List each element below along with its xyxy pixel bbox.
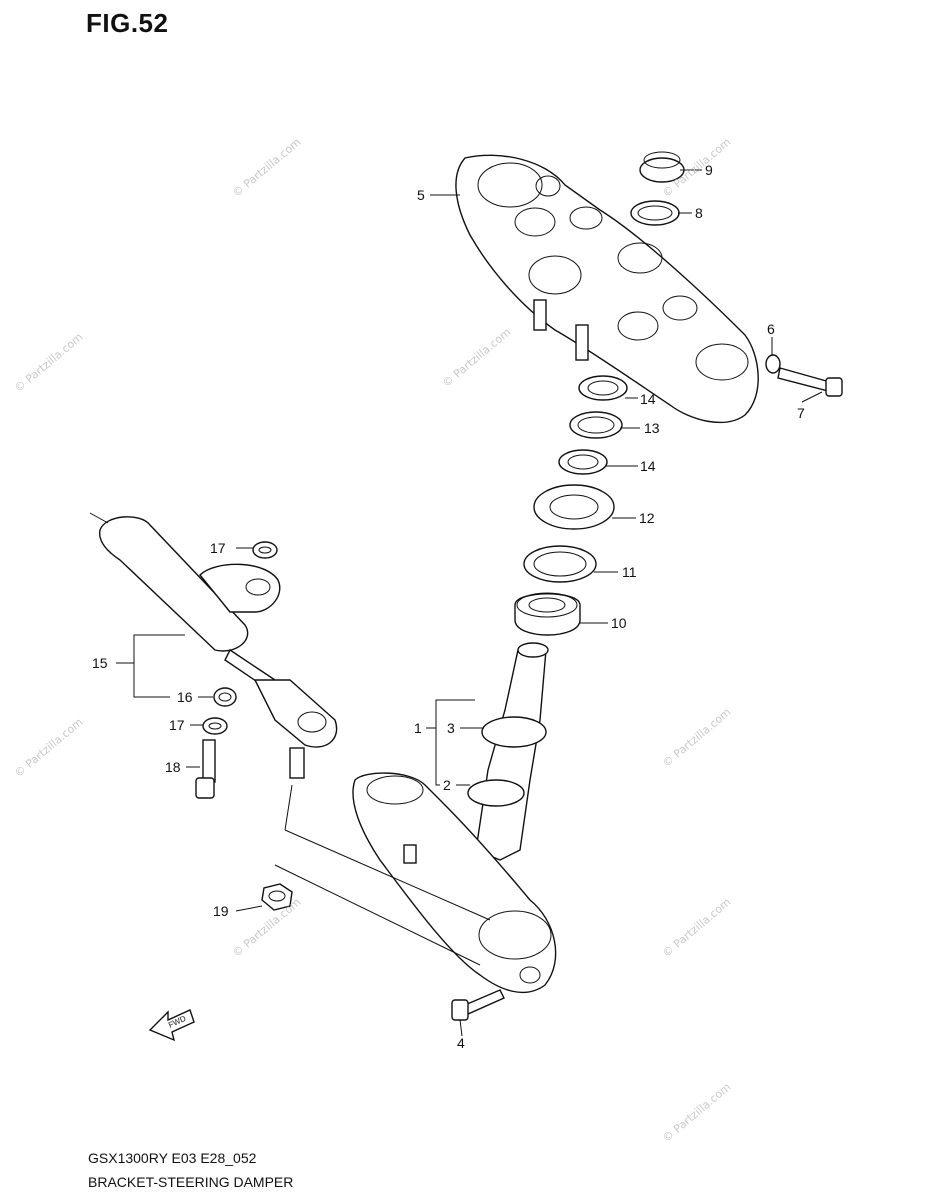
- callout-4: 4: [457, 1035, 465, 1051]
- callout-8: 8: [695, 205, 703, 221]
- lock-nut-14-upper[interactable]: [578, 375, 628, 401]
- fwd-arrow-icon: FWD: [148, 1009, 195, 1042]
- callout-3: 3: [447, 720, 455, 736]
- race-11[interactable]: [523, 545, 597, 583]
- callout-15: 15: [92, 655, 108, 671]
- washer-8[interactable]: [630, 200, 680, 226]
- bolt-18[interactable]: [195, 739, 216, 799]
- upper-bracket[interactable]: [455, 154, 759, 423]
- steering-damper[interactable]: [89, 512, 338, 779]
- callout-10: 10: [611, 615, 627, 631]
- callout-17-upper: 17: [210, 540, 226, 556]
- washer-6[interactable]: [765, 354, 781, 374]
- figure-title: FIG.52: [86, 8, 169, 38]
- callout-6: 6: [767, 321, 775, 337]
- model-code: GSX1300RY E03 E28_052: [88, 1150, 257, 1166]
- callout-9: 9: [705, 162, 713, 178]
- washer-17-lower[interactable]: [202, 717, 228, 735]
- bolt-7[interactable]: [777, 367, 843, 397]
- bearing-10[interactable]: [514, 592, 581, 636]
- callout-19: 19: [213, 903, 229, 919]
- callout-12: 12: [639, 510, 655, 526]
- spacer-16[interactable]: [213, 687, 237, 707]
- callout-17-lower: 17: [169, 717, 185, 733]
- callout-13: 13: [644, 420, 660, 436]
- callout-5: 5: [417, 187, 425, 203]
- callout-7: 7: [797, 405, 805, 421]
- nut-19[interactable]: [261, 883, 293, 911]
- callout-1: 1: [414, 720, 422, 736]
- dust-seal-12[interactable]: [533, 484, 615, 530]
- steering-stem[interactable]: [467, 642, 549, 861]
- washer-17-upper[interactable]: [252, 541, 278, 559]
- callout-2: 2: [443, 777, 451, 793]
- bolt-4[interactable]: [451, 989, 505, 1021]
- callout-18: 18: [165, 759, 181, 775]
- callout-11: 11: [622, 564, 637, 580]
- callout-14-upper: 14: [640, 391, 656, 407]
- figure-footer: GSX1300RY E03 E28_052 BRACKET-STEERING D…: [88, 1146, 293, 1194]
- section-name: BRACKET-STEERING DAMPER: [88, 1174, 294, 1190]
- lower-bracket[interactable]: [352, 772, 557, 994]
- callout-14-lower: 14: [640, 458, 656, 474]
- washer-13[interactable]: [569, 411, 623, 439]
- callout-16: 16: [177, 689, 193, 705]
- lock-nut-14-lower[interactable]: [558, 449, 608, 475]
